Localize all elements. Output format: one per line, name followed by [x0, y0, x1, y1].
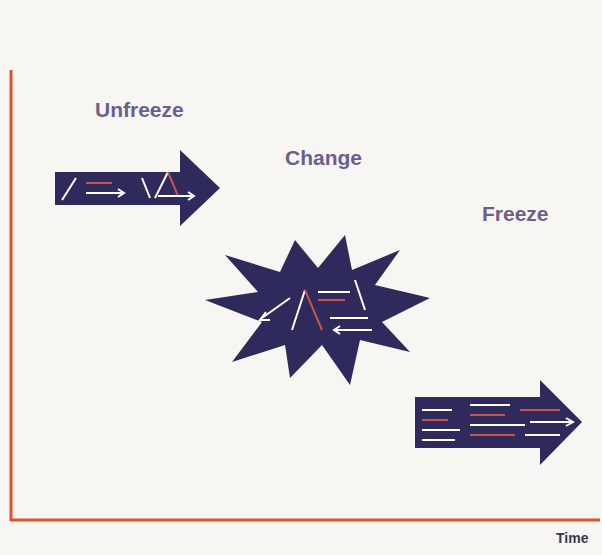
- vertical-axis: [10, 70, 13, 521]
- change-starburst: [205, 235, 430, 385]
- axis-label: Time: [556, 530, 588, 546]
- time-axis: [10, 519, 600, 522]
- unfreeze-arrow: [55, 150, 220, 226]
- stage-label: Unfreeze: [95, 98, 184, 122]
- freeze-arrow: [415, 380, 582, 465]
- stage-label: Change: [285, 146, 362, 170]
- stage-label: Freeze: [482, 202, 549, 226]
